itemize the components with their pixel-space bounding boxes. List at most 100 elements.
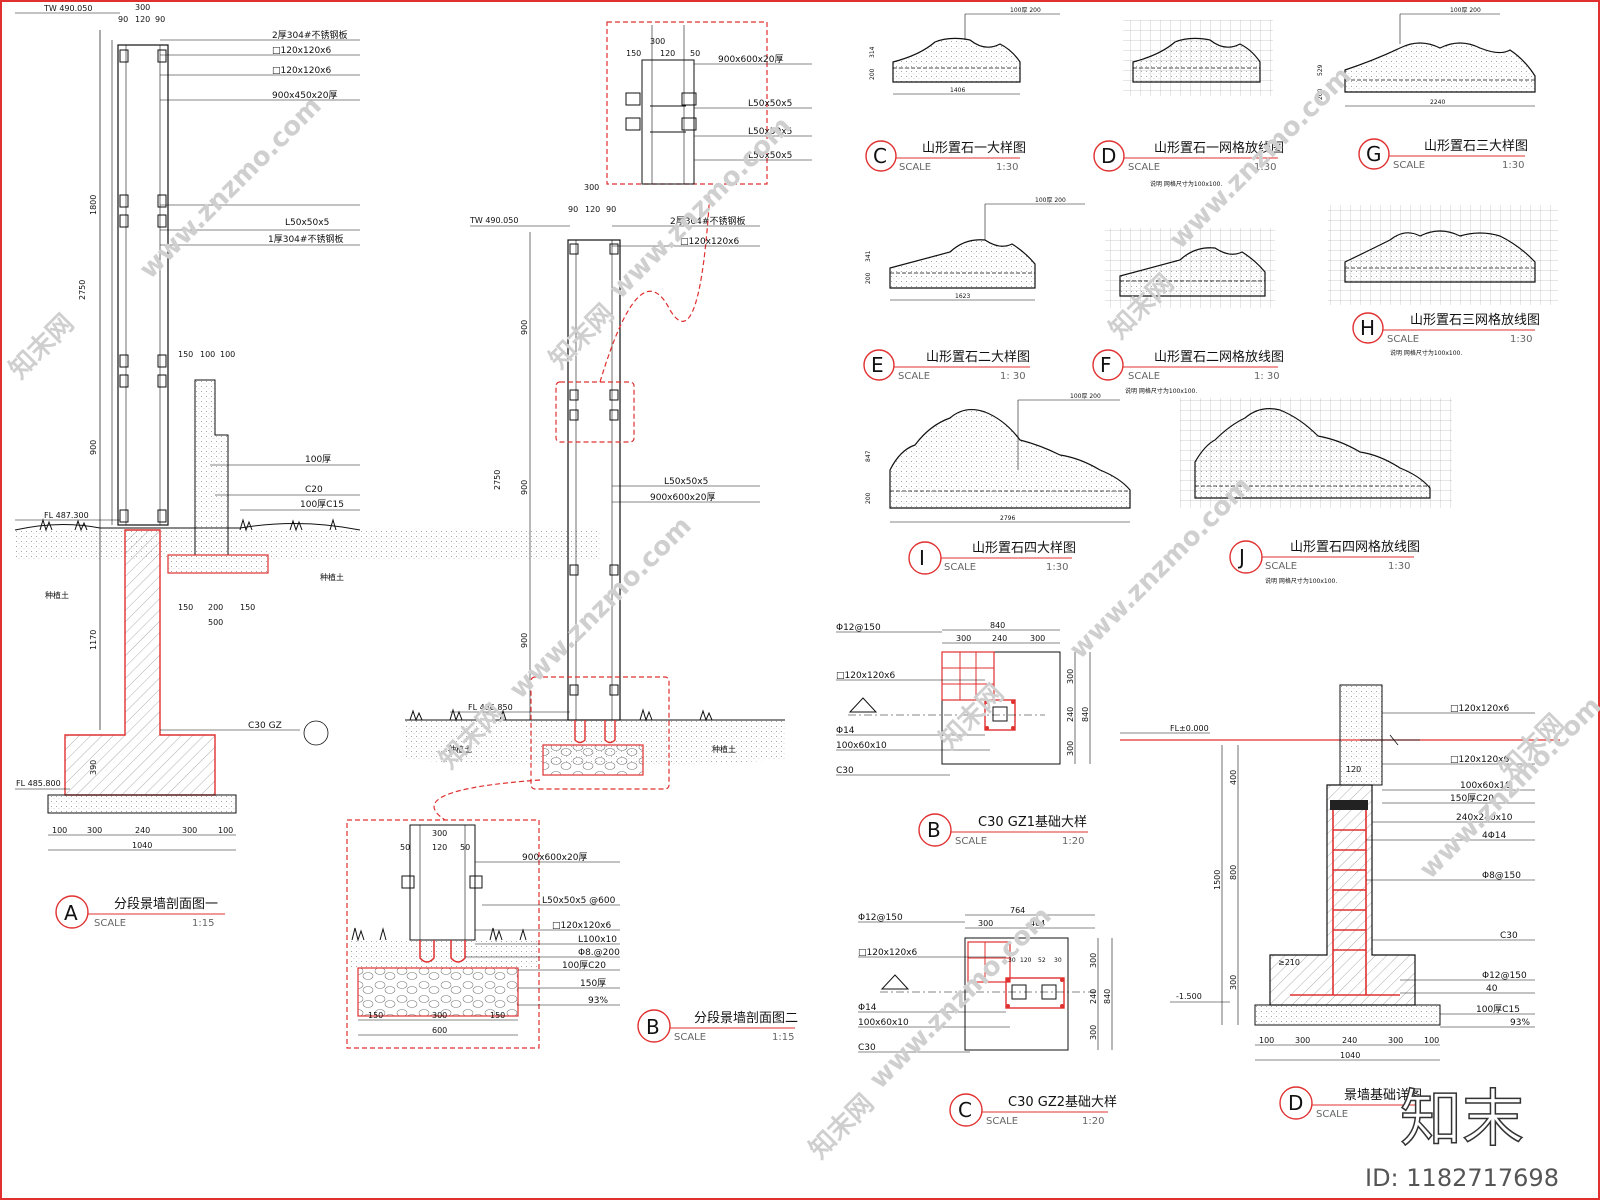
stone-c-title: 山形置石一大样图 — [922, 141, 1026, 156]
gz2-vdim-240: 240 — [1089, 989, 1098, 1004]
a-bdim-300b: 300 — [182, 826, 197, 835]
gz2-callout-4: 100x60x10 — [858, 1018, 909, 1028]
detail-d: 120 400 1500 800 300 ≥210 100 300 240 30… — [1120, 684, 1560, 1120]
b-callout-1: 2厚304#不锈钢板 — [670, 215, 745, 227]
b-dim-90a: 90 — [568, 205, 578, 214]
d-callout-8: C30 — [1500, 931, 1518, 941]
b-top-dim-300: 300 — [650, 37, 665, 46]
wm-brand-1: 知末网 — [4, 309, 80, 385]
b-top-dim-50: 50 — [690, 49, 700, 58]
d-vdim-400: 400 — [1229, 770, 1238, 785]
stone-g-dim-w: 2240 — [1430, 99, 1445, 106]
a-callout-6: 1厚304#不锈钢板 — [268, 233, 343, 245]
a-callout-3: □120x120x6 — [272, 66, 332, 76]
a-dim-120: 120 — [135, 15, 150, 24]
a-callout-9: C20 — [305, 485, 323, 495]
stone-c-scale-word: SCALE — [899, 162, 931, 173]
a-callout-4: 900x450x20厚 — [272, 90, 337, 101]
stone-h-scale: 1:30 — [1510, 334, 1532, 345]
b-bot-dim-50b: 50 — [460, 843, 470, 852]
a-level-fl1: FL 487.300 — [44, 511, 89, 520]
gz2-scale: 1:20 — [1082, 1116, 1104, 1127]
a-wdim-500: 500 — [208, 618, 223, 627]
gz1-callout-3: Φ14 — [836, 726, 855, 736]
stone-j-scale: 1:30 — [1388, 561, 1410, 572]
stone-j-note: 说明 网格尺寸为100x100. — [1265, 577, 1337, 585]
stone-f-scale: 1: 30 — [1254, 371, 1280, 382]
stone-f-shape — [1119, 247, 1266, 297]
b-bot-callout-8: 93% — [588, 996, 608, 1006]
a-wdim-150a: 150 — [178, 350, 193, 359]
gz1-letter: B — [927, 818, 941, 842]
gz2-dim-30b: 30 — [1054, 957, 1062, 964]
b-dim-120: 120 — [585, 205, 600, 214]
d-callout-3: 100x60x10 — [1460, 781, 1511, 791]
gz2-dim-764: 764 — [1010, 906, 1025, 915]
b-callout-2: □120x120x6 — [680, 237, 740, 247]
a-dim-300: 300 — [135, 3, 150, 12]
gz1-vdim-300a: 300 — [1066, 669, 1075, 684]
gz2-dim-120: 120 — [1020, 957, 1032, 964]
gz1-callout-4: 100x60x10 — [836, 741, 887, 751]
b-callout-3: L50x50x5 — [664, 477, 708, 487]
b-dim-90b: 90 — [606, 205, 616, 214]
d-callout-10: 40 — [1486, 984, 1498, 994]
a-bdim-100b: 100 — [218, 826, 233, 835]
gz1-footing — [941, 651, 1061, 765]
a-dim-90a: 90 — [118, 15, 128, 24]
b-bot-dim-50a: 50 — [400, 843, 410, 852]
gz2-detail: 764 300 464 30 120 52 30 300 240 300 840… — [858, 906, 1117, 1127]
gz2-title: C30 GZ2基础大样 — [1008, 1095, 1117, 1110]
a-level-fl2: FL 485.800 — [16, 779, 61, 788]
b-top-callout-2: L50x50x5 — [748, 99, 792, 109]
section-a-base — [47, 794, 237, 814]
stone-c-letter: C — [873, 144, 887, 168]
gz2-vdim-300b: 300 — [1089, 1025, 1098, 1040]
stone-d-shape — [1132, 37, 1261, 83]
wm-brand-2: 知末网 — [544, 299, 620, 375]
d-callout-6: 4Φ14 — [1482, 831, 1507, 841]
stone-c-scale: 1:30 — [996, 162, 1018, 173]
stone-e-dim-h: 341 — [865, 250, 872, 262]
a-callout-5: L50x50x5 — [285, 218, 329, 228]
a-scale-word: SCALE — [94, 918, 126, 929]
a-vdim-1170: 1170 — [89, 630, 98, 650]
image-id: ID: 1182717698 — [1365, 1164, 1559, 1192]
gz1-callout-1: Φ12@150 — [836, 623, 881, 633]
a-bdim-1040: 1040 — [132, 841, 152, 850]
gz2-callout-5: C30 — [858, 1043, 876, 1053]
gz2-dim-300: 300 — [978, 919, 993, 928]
stone-e-scale: 1: 30 — [1000, 371, 1026, 382]
d-dim-210: ≥210 — [1278, 958, 1300, 967]
b-bot-callout-6: 100厚C20 — [562, 960, 606, 971]
stone-f-letter: F — [1100, 353, 1112, 377]
stone-g-scale-word: SCALE — [1393, 160, 1425, 171]
a-wdim-100a: 100 — [200, 350, 215, 359]
b-top-dim-120: 120 — [660, 49, 675, 58]
stone-i-shape — [889, 408, 1131, 509]
b-title-letter: B — [646, 1015, 660, 1039]
stone-e-note: 100厚 200 — [1035, 197, 1066, 204]
a-title: 分段景墙剖面图一 — [114, 897, 218, 912]
stone-d-scale: 1:30 — [1254, 162, 1276, 173]
stone-d-note: 说明 网格尺寸为100x100. — [1150, 180, 1222, 188]
a-soil-1: 种植土 — [45, 590, 69, 600]
a-bdim-300a: 300 — [87, 826, 102, 835]
gz1-vdim-240: 240 — [1066, 707, 1075, 722]
stone-f-note: 说明 网格尺寸为100x100. — [1125, 387, 1197, 395]
stone-f-title: 山形置石二网格放线图 — [1154, 349, 1284, 365]
b-dim-300: 300 — [584, 183, 599, 192]
b-top-callout-4: L50x50x5 — [748, 151, 792, 161]
stone-d-scale-word: SCALE — [1128, 162, 1160, 173]
d-vdim-1500: 1500 — [1213, 870, 1222, 890]
b-bot-callout-5: Φ8.@200 — [578, 948, 620, 958]
stone-g-letter: G — [1366, 142, 1382, 166]
d-bdim-300a: 300 — [1295, 1036, 1310, 1045]
a-bdim-240: 240 — [135, 826, 150, 835]
gz1-dim-840: 840 — [990, 621, 1005, 630]
wm-site-1: www.znzmo.com — [134, 91, 328, 285]
stone-c-note: 100厚 200 — [1010, 7, 1041, 14]
b-vdim-900b: 900 — [520, 480, 529, 495]
b-soil-1: 种植土 — [448, 744, 472, 754]
